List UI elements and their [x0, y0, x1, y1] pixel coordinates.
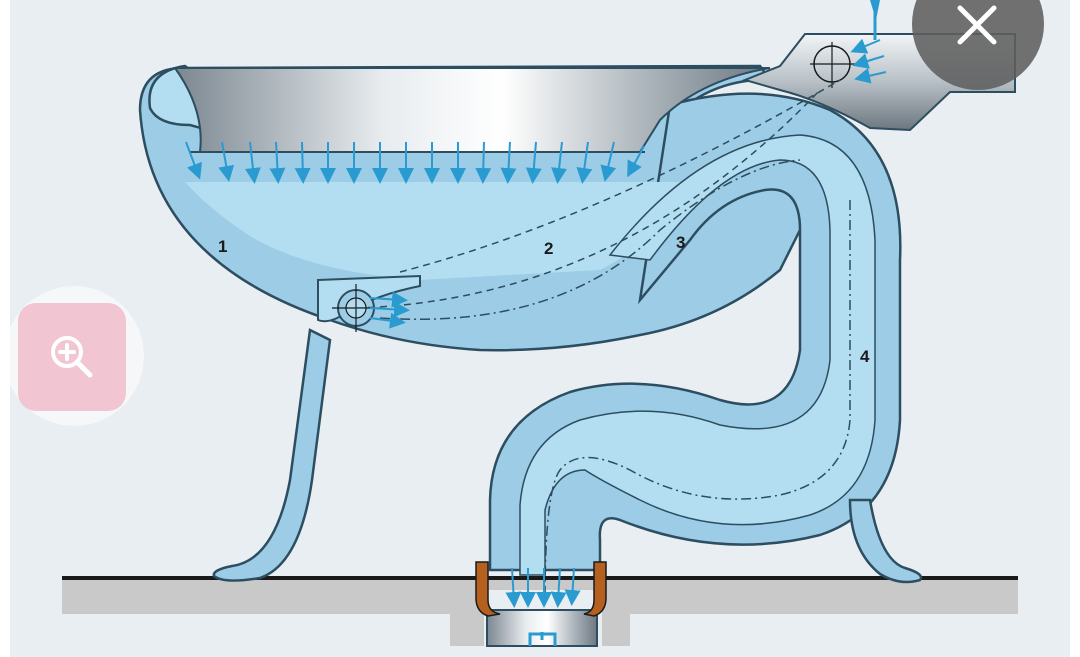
bowl-inner-surface [173, 67, 771, 153]
rim-flush-arrows [185, 141, 645, 184]
close-icon [957, 5, 997, 45]
jet-arrows [369, 291, 410, 329]
flow-paths [355, 79, 851, 601]
siphon-water [519, 134, 876, 576]
label-3: 3 [676, 233, 685, 252]
drain-arrows [505, 567, 581, 608]
drain-pipe [486, 609, 598, 647]
zoom-in-button[interactable] [18, 303, 126, 411]
flange-seals [475, 561, 607, 617]
inlet-arrows [850, 38, 887, 84]
label-2: 2 [544, 239, 553, 258]
label-1: 1 [218, 237, 227, 256]
zoom-in-icon [51, 336, 93, 378]
bowl-water [185, 182, 690, 280]
label-4: 4 [860, 347, 870, 366]
inlet-crosshair [810, 42, 856, 88]
